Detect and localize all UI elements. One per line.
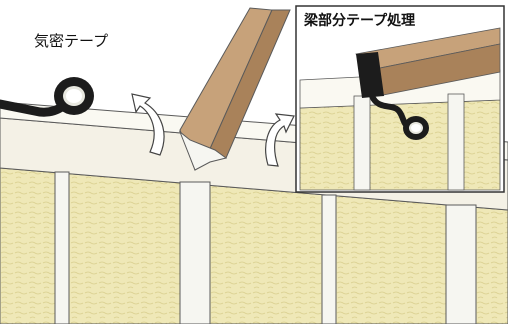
tape-roll-icon — [403, 116, 429, 140]
inset-tape-on-beam — [356, 52, 384, 98]
stud — [54, 171, 70, 324]
beam-tape-treatment-label: 梁部分テープ処理 — [304, 13, 416, 29]
stud — [179, 181, 211, 324]
curved-arrow-icon — [265, 113, 295, 167]
stud — [445, 204, 477, 324]
studs — [54, 171, 477, 324]
tape-roll-icon — [54, 77, 94, 115]
curved-arrow-icon — [131, 93, 165, 156]
beam-tape-wrap — [178, 130, 228, 171]
inset-panel — [295, 5, 505, 193]
air-tight-tape-label: 気密テープ — [34, 32, 109, 50]
inset-stud — [353, 95, 371, 191]
stud — [321, 194, 337, 324]
inset-stud — [447, 93, 465, 191]
